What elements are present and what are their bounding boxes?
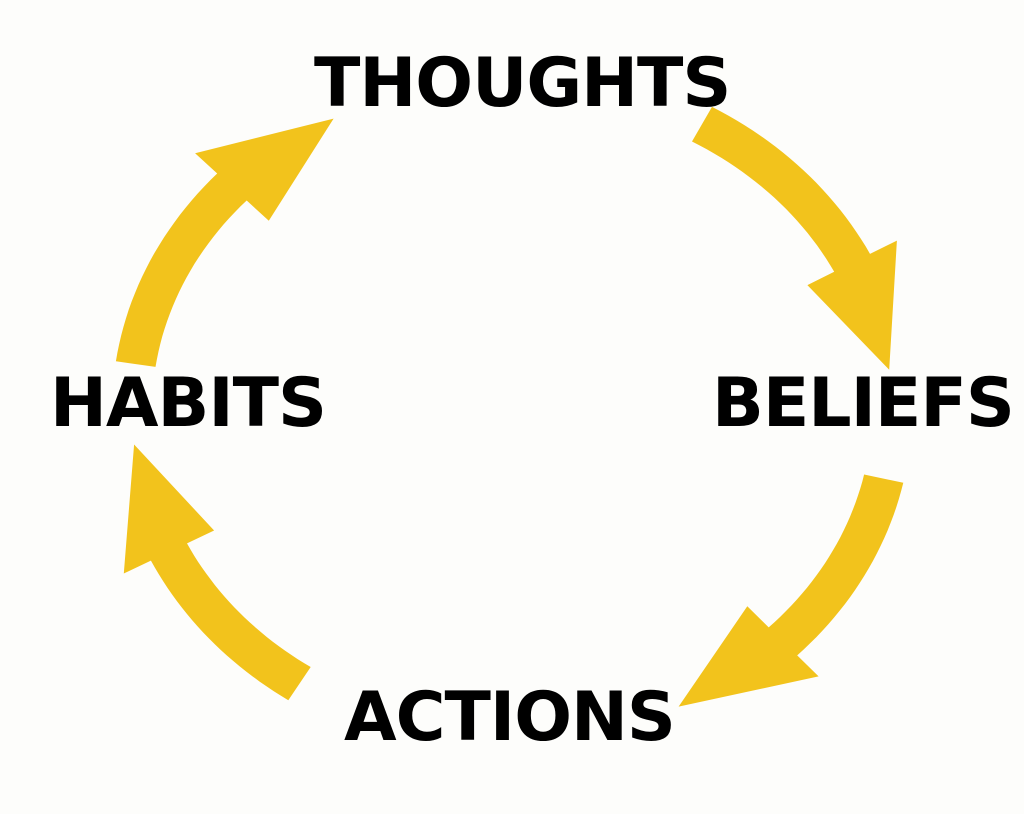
arrow-thoughts-to-beliefs (692, 106, 897, 370)
arrow-beliefs-to-actions (678, 474, 904, 707)
node-thoughts: THOUGHTS (314, 44, 731, 123)
arrow-habits-to-thoughts (115, 118, 334, 367)
arrow-actions-to-habits (123, 444, 311, 701)
node-actions: ACTIONS (344, 678, 676, 757)
node-beliefs: BELIEFS (712, 364, 1015, 443)
cycle-arrows (115, 106, 904, 707)
node-habits: HABITS (50, 364, 327, 443)
